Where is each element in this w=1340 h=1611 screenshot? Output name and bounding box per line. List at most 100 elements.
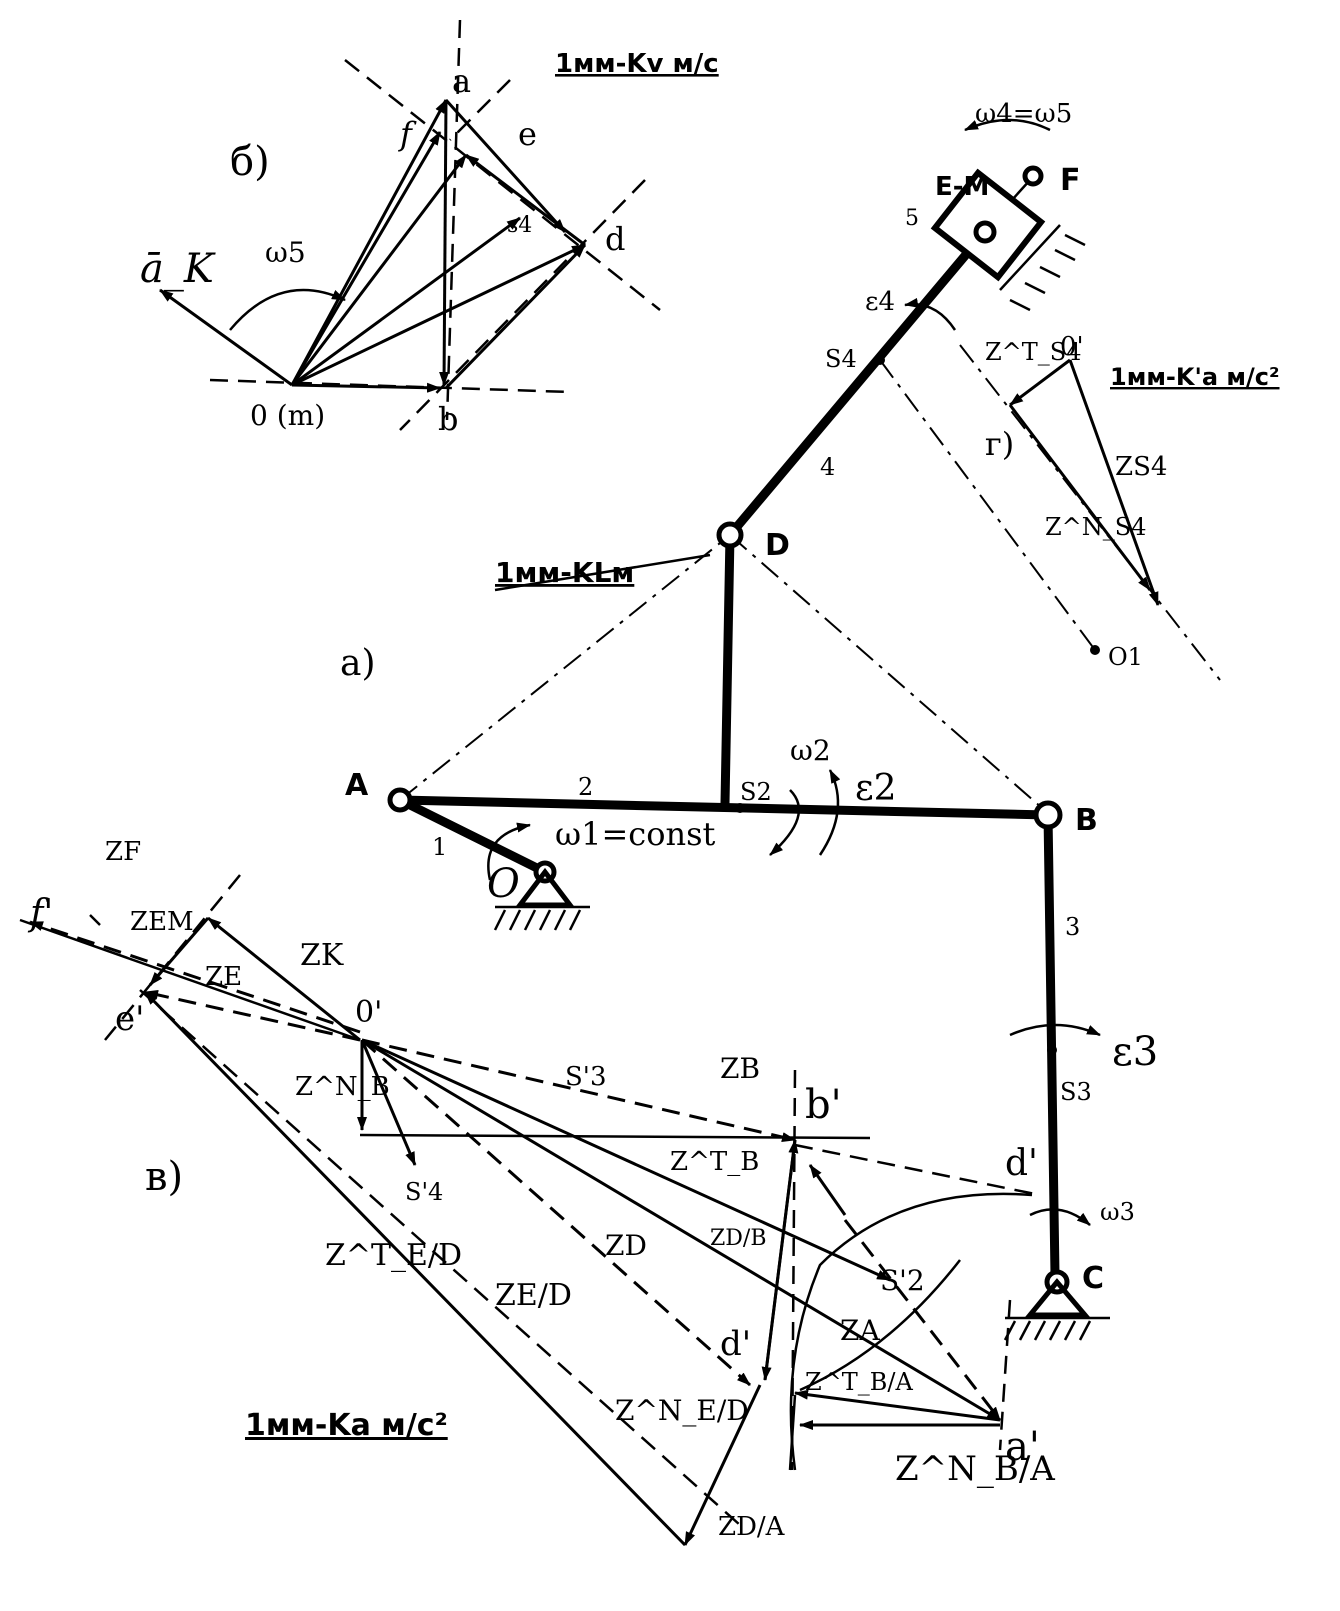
ap-label-d2: d' — [720, 1324, 751, 1364]
vp-vec-os4 — [291, 216, 521, 387]
ap-label-zf: ZF — [105, 837, 141, 867]
ap-label-znba: Z^N_B/A — [895, 1449, 1055, 1489]
label-C: C — [1082, 1261, 1104, 1296]
ap-vec-b-up — [808, 1164, 847, 1216]
ap-line-zf — [19, 918, 361, 1042]
ap-vec-s2 — [843, 1219, 1002, 1421]
omega2-arc — [769, 789, 801, 856]
scale-velocity: 1мм-Kv м/с — [555, 49, 719, 79]
ap-vec-zem — [148, 917, 210, 986]
ap-label-s3: S'3 — [565, 1062, 607, 1092]
label-EM: E-M — [935, 172, 989, 202]
vp-vec-ad — [444, 98, 567, 234]
ap-vec-zf — [29, 920, 361, 1034]
ap-leader-zf — [89, 914, 101, 926]
joint-f — [1022, 165, 1044, 187]
ap-vec-zb — [361, 1038, 796, 1142]
vp-label-a: a — [452, 62, 471, 100]
ap-vec-zdb — [361, 1038, 891, 1282]
ap-label-zbt: Z^T_B — [670, 1147, 759, 1177]
ap-vec-zk — [207, 916, 361, 1042]
mech-leader-length-scale — [494, 553, 711, 592]
vp-label-s4: s4 — [507, 213, 532, 238]
mech-line-ad — [399, 534, 731, 801]
s4-label-zt: Z^T_S4 — [985, 338, 1082, 366]
ap-label-s2: S'2 — [880, 1264, 925, 1297]
label-omega2: ω2 — [790, 734, 831, 767]
support-o — [514, 867, 576, 908]
ap-label-zb: ZB — [720, 1052, 760, 1085]
label-link-3: 3 — [1065, 913, 1080, 941]
ap-label-zbn: Z^N_B — [295, 1072, 390, 1102]
vp-label-e: e — [518, 115, 537, 153]
ap-line-bd — [794, 1143, 1041, 1197]
ap-label-zned: Z^N_E/D — [615, 1394, 749, 1427]
s4-vec-zs4 — [1068, 359, 1160, 606]
eps3-arc — [1009, 1023, 1101, 1037]
ap-label-ze: ZE — [205, 962, 242, 992]
s4-label-zs4: ZS4 — [1115, 452, 1167, 482]
support-c — [1024, 1278, 1091, 1318]
label-O1: O1 — [1108, 643, 1143, 671]
label-link-2: 2 — [578, 773, 593, 801]
ap-label-zk: ZK — [300, 938, 344, 973]
mechanism-scheme: A O B C D F E-M S2 S3 S4 O1 1 2 3 4 5 ω1… — [340, 99, 1158, 1341]
ap-label-zed: ZE/D — [495, 1278, 572, 1313]
ap-label-e: e' — [115, 999, 144, 1039]
ground-o-hatch — [493, 909, 582, 931]
panel-label-v: в) — [145, 1154, 183, 1200]
ap-label-za: ZA — [840, 1314, 880, 1347]
ap-label-zem: ZEM — [130, 907, 194, 937]
label-D: D — [765, 528, 790, 563]
ap-label-a: a' — [1005, 1424, 1040, 1470]
label-S2: S2 — [740, 778, 772, 806]
ap-vec-ze — [144, 989, 361, 1042]
ap-vec-zned — [683, 1384, 762, 1546]
vp-vec-ob — [291, 382, 441, 393]
vp-vec-oe — [290, 154, 468, 386]
label-link-1: 1 — [432, 833, 447, 861]
ap-label-zted: Z^T_E/D — [325, 1238, 462, 1273]
ground-c-hatch — [1003, 1320, 1092, 1341]
label-eps2: ε2 — [855, 768, 897, 809]
ap-label-o: 0' — [355, 995, 382, 1030]
scale-accel-main: 1мм-Ka м/с² — [245, 1408, 448, 1443]
ap-arc-d — [789, 1192, 1033, 1471]
omega45-arc — [964, 118, 1051, 132]
label-S4: S4 — [825, 345, 857, 373]
slider-guide-hatch — [1009, 233, 1086, 312]
ap-vertical-a — [998, 1299, 1012, 1451]
link-2 — [395, 795, 1053, 820]
vp-vec-ab — [439, 99, 450, 386]
link-4 — [725, 227, 990, 540]
joint-d — [716, 521, 744, 549]
label-link-4: 4 — [820, 453, 835, 481]
label-F: F — [1060, 163, 1081, 198]
panel-label-g: г) — [985, 425, 1014, 463]
vp-line-ad — [344, 59, 661, 311]
link-1 — [395, 795, 550, 877]
vp-line-e — [449, 79, 511, 141]
ap-label-f: f' — [27, 893, 53, 934]
s4-vec-zn — [1008, 404, 1152, 591]
ap-label-s4: S'4 — [405, 1178, 443, 1206]
label-omega45: ω4=ω5 — [975, 99, 1072, 129]
ap-label-b: b' — [805, 1082, 842, 1128]
vp-label-o: 0 (m) — [250, 399, 325, 432]
omega3-arc — [1029, 1208, 1091, 1226]
slider-guide — [999, 224, 1061, 291]
ap-label-d1: d' — [1005, 1143, 1038, 1184]
vp-omega5-arc — [229, 288, 346, 331]
vp-vec-bd — [444, 243, 587, 390]
label-O: O — [487, 861, 520, 907]
ap-line-e — [104, 874, 241, 1041]
ap-arc-d2 — [799, 1259, 961, 1392]
vp-label-d: d — [605, 220, 625, 258]
omega1-arc — [487, 822, 531, 881]
s4-accel-plan: 0' Z^T_S4 Z^N_S4 ZS4 г) 1мм-K'a м/с² — [959, 332, 1280, 681]
accel-plan: f' ZF ZEM ZK ZE e' 0' Z^N_B S'3 ZB b' Z^… — [19, 837, 1055, 1547]
label-eps3: ε3 — [1112, 1029, 1158, 1075]
label-link-5: 5 — [905, 206, 919, 231]
vp-label-b: b — [438, 400, 458, 438]
